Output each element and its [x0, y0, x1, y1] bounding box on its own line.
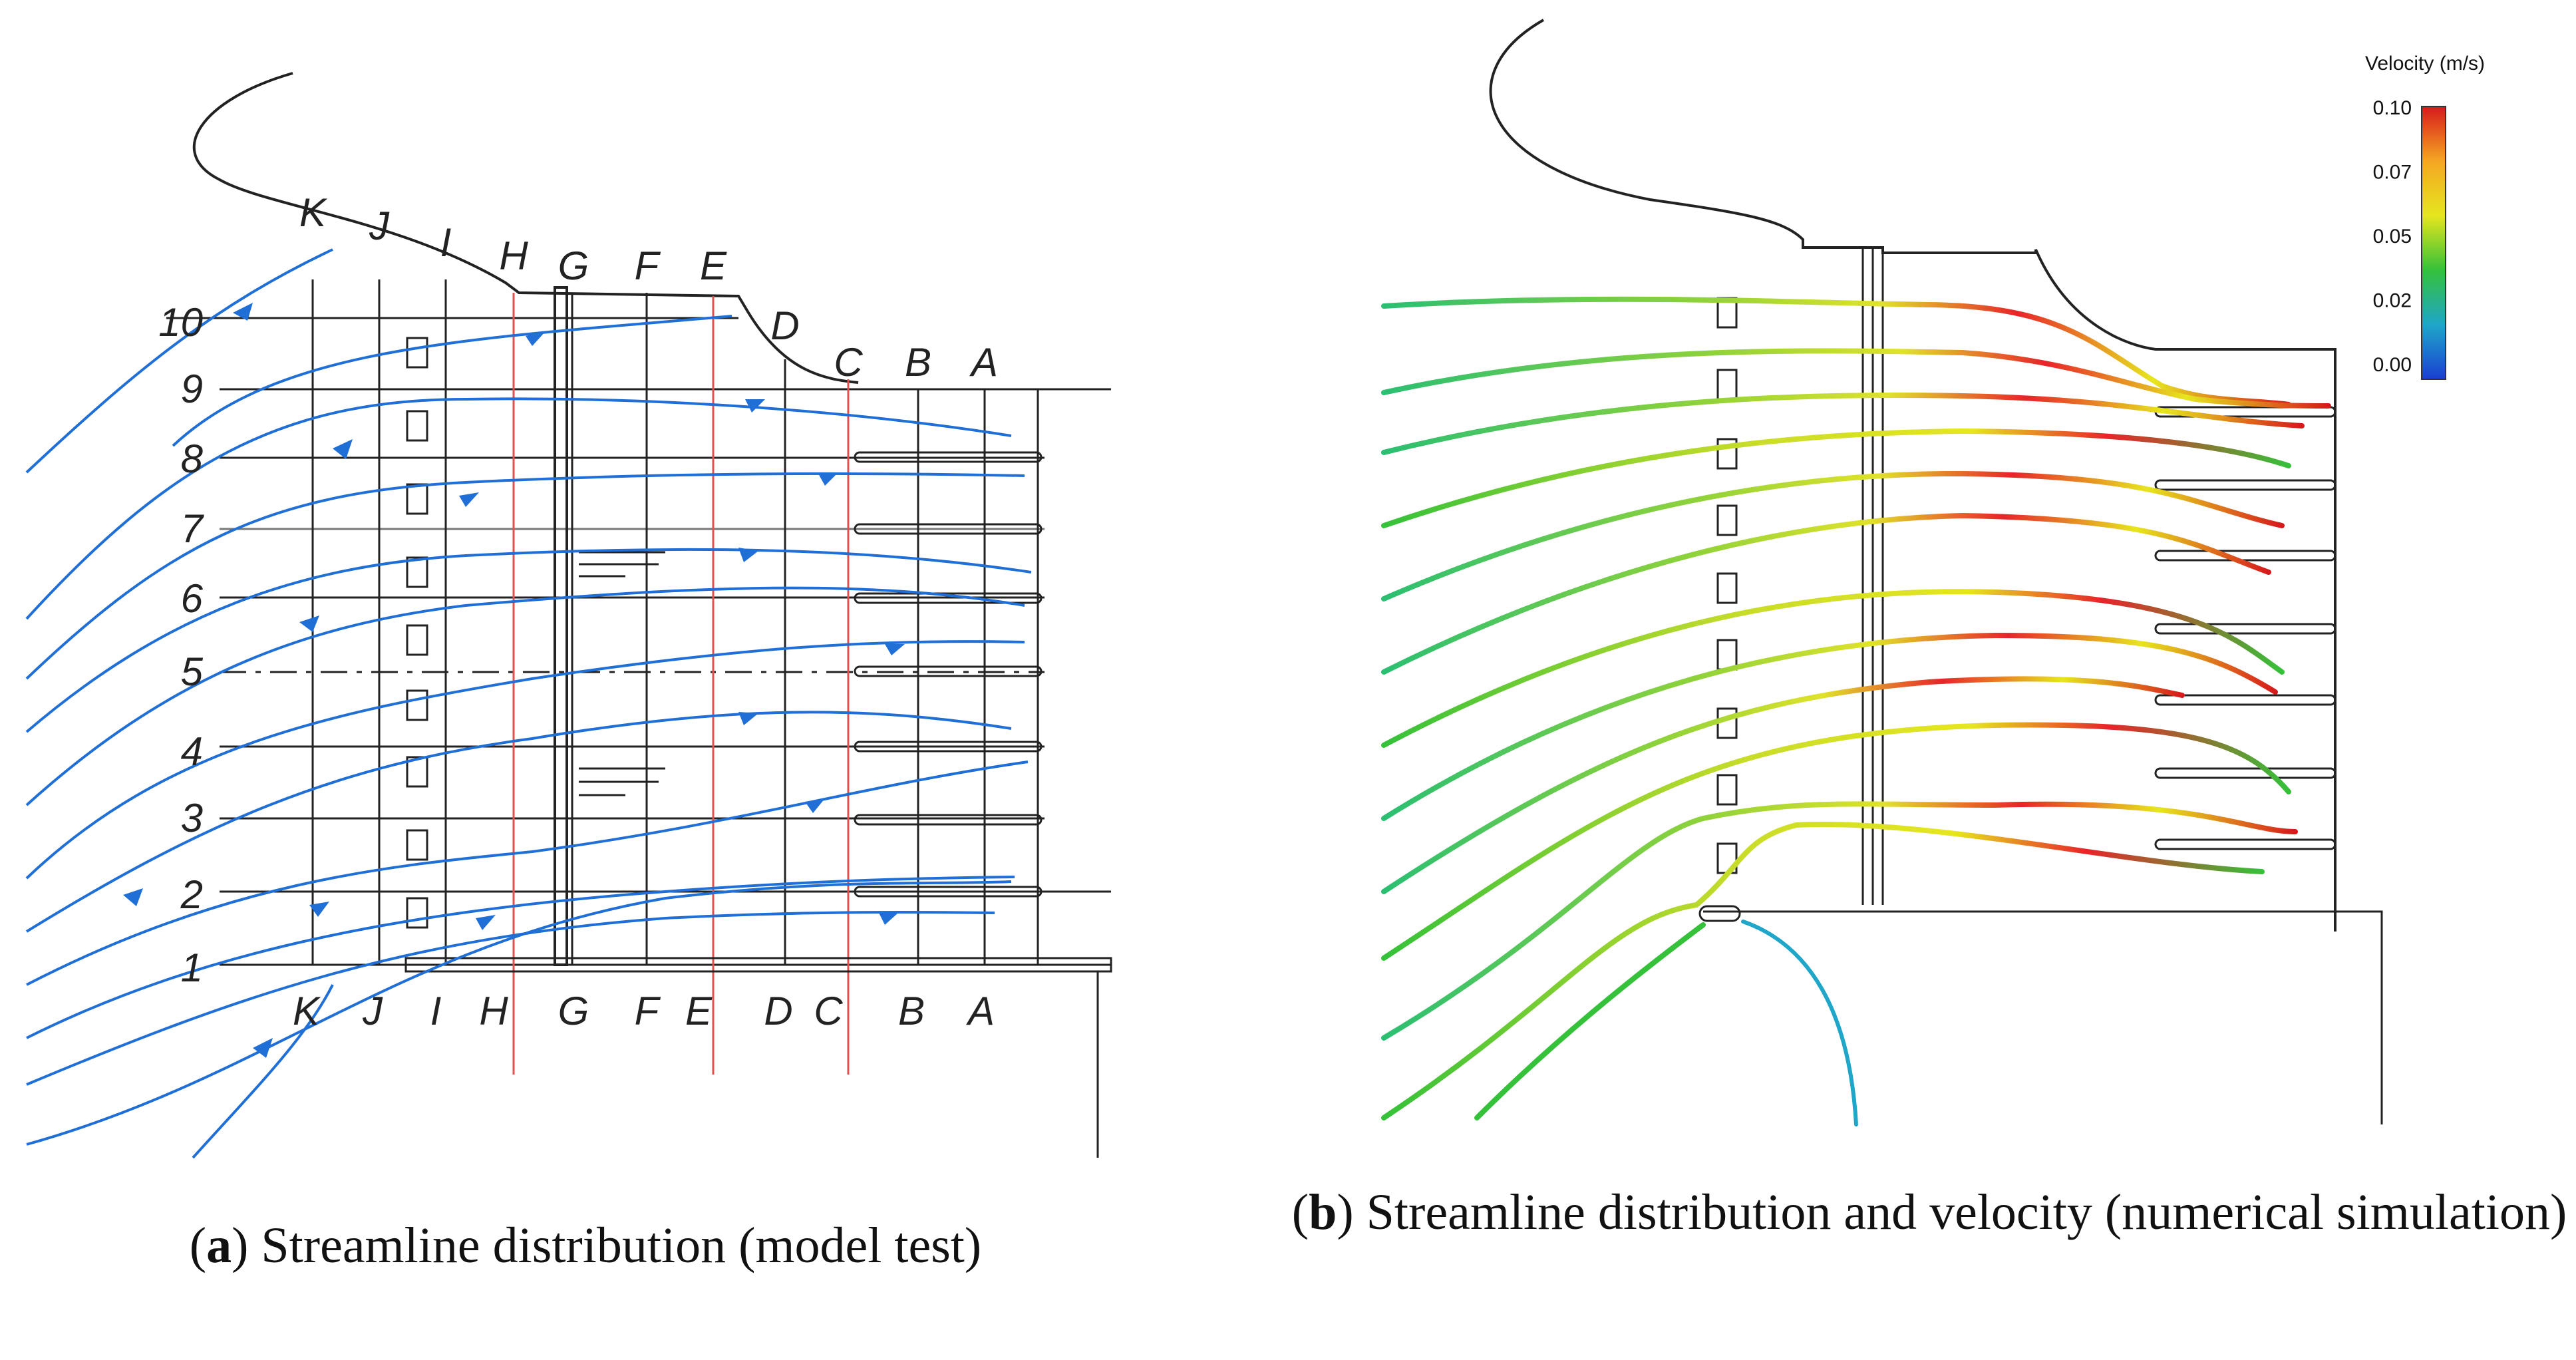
row-labels: 1 2 3 4 5 6 7 8 9 10	[158, 300, 204, 990]
upper-outline	[192, 72, 859, 384]
row-label: 4	[181, 729, 203, 774]
caption-b-text: Streamline distribution and velocity (nu…	[1353, 1184, 2567, 1240]
column-label-top: D	[770, 303, 799, 348]
flow-arrows	[123, 303, 905, 1058]
velocity-streamlines	[1381, 296, 2331, 1126]
column-label-top: J	[369, 204, 390, 248]
column-label-bottom: G	[558, 989, 589, 1033]
column-label-bottom: B	[898, 989, 925, 1033]
colorbar-tick-label: 0.10	[2373, 97, 2412, 119]
column-label-top: F	[635, 244, 661, 288]
column-label-top: E	[700, 244, 727, 288]
row-label: 6	[181, 576, 204, 621]
column-label-top: K	[299, 190, 328, 235]
column-label-bottom: J	[362, 989, 383, 1033]
column-label-bottom: F	[635, 989, 661, 1033]
colorbar-tick-label: 0.05	[2373, 226, 2412, 248]
row-label: 7	[181, 506, 205, 551]
velocity-colorbar: Velocity (m/s) 0.10 0.07 0.05 0.02 0.00	[2365, 53, 2485, 380]
row-label: 5	[181, 649, 204, 694]
column-label-top: I	[440, 220, 452, 265]
caption-b-letter: b	[1309, 1184, 1337, 1240]
sensor-markers-b	[1716, 297, 1738, 874]
colorbar-tick-label: 0.07	[2373, 162, 2412, 184]
row-label: 2	[180, 872, 203, 917]
column-label-top: C	[834, 340, 863, 385]
column-label-top: H	[499, 234, 528, 278]
diffuser-plates	[854, 451, 1043, 898]
caption-a-letter: a	[206, 1218, 232, 1274]
column-label-top: G	[558, 244, 589, 288]
colorbar-tick-label: 0.00	[2373, 354, 2412, 376]
column-label-bottom: C	[814, 989, 843, 1033]
column-label-top: A	[969, 340, 998, 385]
caption-b: (b) Streamline distribution and velocity…	[1291, 1184, 2567, 1240]
colorbar-tick-label: 0.02	[2373, 290, 2412, 312]
colorbar-title: Velocity (m/s)	[2365, 53, 2485, 75]
row-label: 9	[181, 367, 203, 411]
column-label-bottom: A	[966, 989, 995, 1033]
column-label-bottom: I	[430, 989, 442, 1033]
caption-a-text: Streamline distribution (model test)	[248, 1218, 982, 1274]
tower-outline	[1489, 19, 2336, 932]
column-label-bottom: D	[764, 989, 792, 1033]
colorbar-gradient	[2421, 106, 2446, 380]
row-label: 10	[158, 300, 203, 345]
row-label: 8	[181, 436, 204, 481]
column-label-bottom: H	[479, 989, 508, 1033]
row-label: 3	[181, 796, 203, 840]
caption-a: (a) Streamline distribution (model test)	[189, 1218, 982, 1274]
column-label-top: B	[905, 340, 931, 385]
panel-b-velocity-diagram: Velocity (m/s) 0.10 0.07 0.05 0.02 0.00	[1381, 19, 2485, 1126]
column-label-bottom: E	[685, 989, 713, 1033]
streamlines	[25, 248, 1032, 1159]
colorbar-ticks: 0.10 0.07 0.05 0.02 0.00	[2373, 97, 2412, 376]
row-label: 1	[181, 945, 203, 990]
column-label-bottom: K	[293, 989, 321, 1033]
sensor-markers	[406, 337, 428, 929]
diffuser-plates-b	[2154, 406, 2336, 850]
